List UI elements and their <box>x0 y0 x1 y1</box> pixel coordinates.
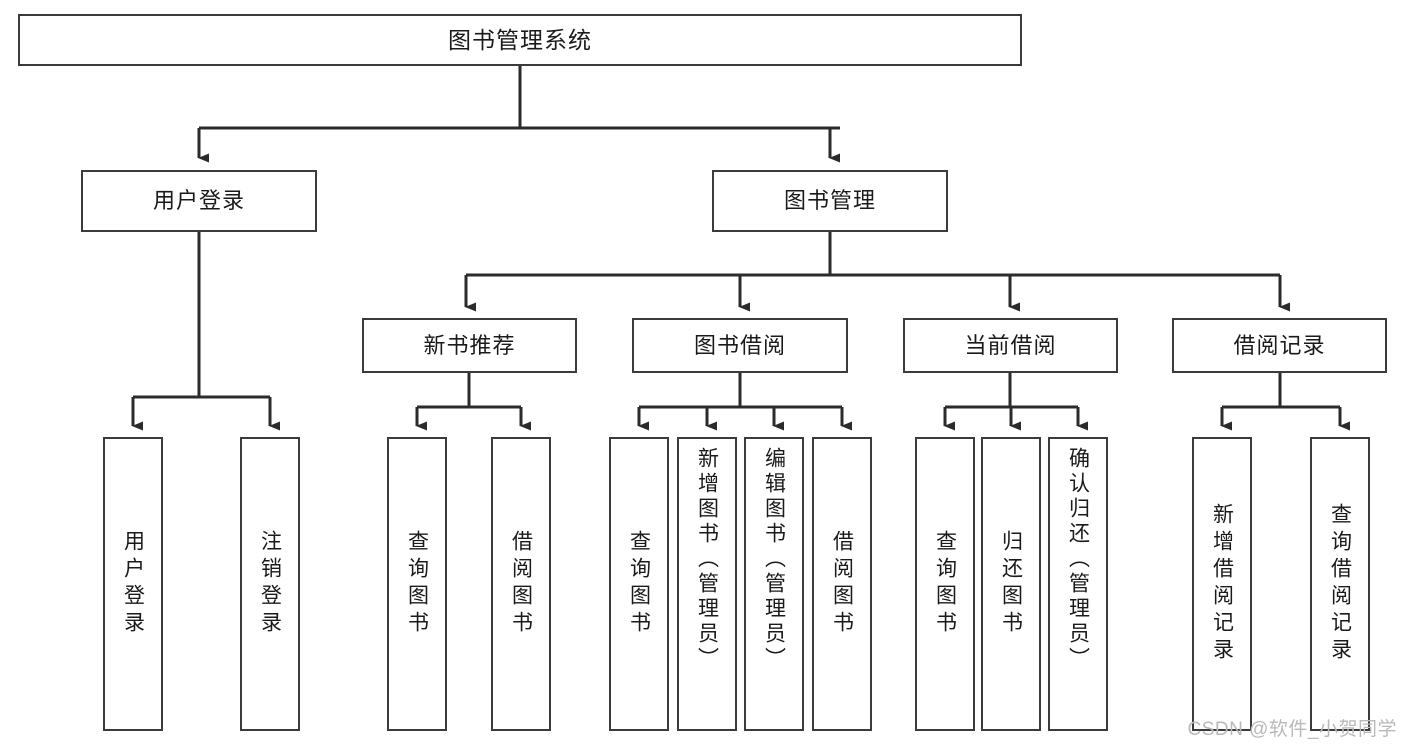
node-root-book-management-system[interactable]: 图书管理系统 <box>18 14 1022 66</box>
leaf-query-borrow-record[interactable]: 查询借阅记录 <box>1310 437 1370 731</box>
node-label: 查询图书 <box>627 530 651 638</box>
node-label: 借阅图书 <box>830 530 854 638</box>
leaf-query-book-recommend[interactable]: 查询图书 <box>387 437 447 731</box>
node-current-borrow[interactable]: 当前借阅 <box>903 318 1118 373</box>
node-book-borrow[interactable]: 图书借阅 <box>632 318 848 373</box>
leaf-return-book[interactable]: 归还图书 <box>981 437 1041 731</box>
leaf-query-book-borrow[interactable]: 查询图书 <box>609 437 669 731</box>
node-user-login[interactable]: 用户登录 <box>81 170 317 232</box>
node-label: 图书管理系统 <box>448 26 592 53</box>
node-label: 图书借阅 <box>693 332 786 358</box>
node-label: 用户登录 <box>152 188 245 214</box>
node-borrow-record[interactable]: 借阅记录 <box>1172 318 1387 373</box>
node-label: 确认归还（管理员） <box>1066 447 1090 672</box>
node-label: 借阅图书 <box>509 530 533 638</box>
node-label: 编辑图书（管理员） <box>762 447 786 672</box>
leaf-edit-book-admin[interactable]: 编辑图书（管理员） <box>744 437 804 731</box>
leaf-query-book-current[interactable]: 查询图书 <box>915 437 975 731</box>
leaf-confirm-return-admin[interactable]: 确认归还（管理员） <box>1048 437 1108 731</box>
node-label: 注销登录 <box>258 530 282 638</box>
node-label: 查询图书 <box>405 530 429 638</box>
leaf-borrow-book-recommend[interactable]: 借阅图书 <box>491 437 551 731</box>
node-label: 新增图书（管理员） <box>695 447 719 672</box>
node-label: 查询图书 <box>933 530 957 638</box>
node-new-book-recommend[interactable]: 新书推荐 <box>362 318 577 373</box>
node-label: 当前借阅 <box>964 332 1057 358</box>
leaf-add-book-admin[interactable]: 新增图书（管理员） <box>677 437 737 731</box>
node-label: 新增借阅记录 <box>1210 503 1234 665</box>
node-label: 用户登录 <box>121 530 145 638</box>
node-label: 新书推荐 <box>423 332 516 358</box>
node-book-management[interactable]: 图书管理 <box>712 170 948 232</box>
node-label: 归还图书 <box>999 530 1023 638</box>
leaf-add-borrow-record[interactable]: 新增借阅记录 <box>1192 437 1252 731</box>
leaf-borrow-book-borrow[interactable]: 借阅图书 <box>812 437 872 731</box>
node-label: 图书管理 <box>783 188 876 214</box>
leaf-user-login[interactable]: 用户登录 <box>103 437 163 731</box>
leaf-logout-login[interactable]: 注销登录 <box>240 437 300 731</box>
node-label: 查询借阅记录 <box>1328 503 1352 665</box>
node-label: 借阅记录 <box>1233 332 1326 358</box>
